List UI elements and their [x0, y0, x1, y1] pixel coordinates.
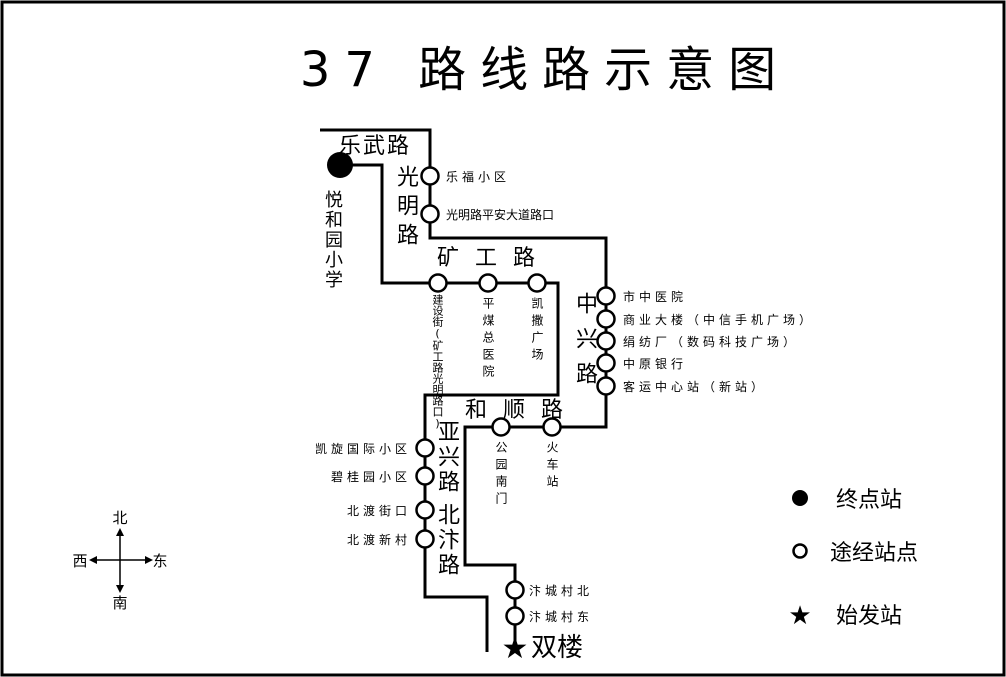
arrow-east-icon — [145, 556, 153, 564]
legend-terminal-icon — [792, 490, 808, 506]
terminal-dot-icon — [327, 152, 353, 178]
station-icon — [415, 466, 435, 486]
map-title: 37 路线路示意图 — [300, 42, 790, 98]
station-label-pingmei: 平煤总医院 — [481, 297, 495, 382]
station-icon — [596, 286, 616, 306]
station-icon — [505, 606, 525, 626]
road-label-guangming: 光明路 — [393, 165, 418, 252]
road-label-kuanggong: 矿工路 — [437, 246, 551, 271]
station-label: 绢纺厂（数码科技广场） — [623, 334, 799, 349]
station-icon — [428, 273, 448, 293]
station-label-gongyuan: 公园南门 — [494, 441, 508, 509]
legend-origin-icon: ★ — [788, 601, 811, 631]
station-label: 北渡新村 — [347, 532, 411, 547]
legend: 终点站 途经站点 ★ 始发站 — [788, 488, 918, 631]
station-icon — [415, 529, 435, 549]
compass-east: 东 — [152, 552, 167, 570]
route-line-upper — [320, 128, 608, 648]
station-icon — [478, 273, 498, 293]
station-label: 商业大楼（中信手机广场） — [623, 312, 815, 327]
station-label-huochezhan: 火车站 — [545, 441, 559, 492]
station-icon — [527, 273, 547, 293]
station-icon — [415, 438, 435, 458]
legend-stop-label: 途经站点 — [830, 541, 918, 566]
station-label: 光明路平安大道路口 — [446, 207, 554, 222]
compass-south: 南 — [112, 594, 127, 612]
arrow-south-icon — [116, 585, 124, 593]
legend-stop-icon — [792, 543, 808, 559]
station-label: 汴城村东 — [529, 609, 593, 624]
station-label: 中原银行 — [623, 356, 687, 371]
compass: 北 南 西 东 — [72, 509, 167, 612]
station-label: 北渡街口 — [347, 503, 411, 518]
road-label-yaxing: 亚兴路 — [434, 420, 459, 495]
station-icon — [420, 166, 440, 186]
road-label-zhongxing: 中兴路 — [572, 292, 597, 397]
station-icon — [420, 204, 440, 224]
station-icon — [542, 417, 562, 437]
station-icon — [596, 376, 616, 396]
station-icon — [491, 417, 511, 437]
station-label: 碧桂园小区 — [331, 469, 411, 484]
station-label: 客运中心站（新站） — [623, 379, 767, 394]
station-icon — [415, 500, 435, 520]
origin-star-icon: ★ — [502, 631, 529, 666]
station-icon — [596, 309, 616, 329]
road-label-heshun: 和顺路 — [465, 398, 579, 423]
station-label-kaisa: 凯撒广场 — [530, 297, 544, 365]
road-label-lewu: 乐武路 — [339, 134, 411, 159]
road-label-beibian: 北汴路 — [434, 503, 459, 578]
station-label-jianshejie: 建设街(矿工路光明路口) — [431, 294, 444, 430]
station-icon — [596, 353, 616, 373]
arrow-north-icon — [116, 528, 124, 536]
route-line-lower — [340, 163, 560, 652]
origin-label: 双楼 — [531, 633, 583, 663]
station-icon — [505, 580, 525, 600]
compass-north: 北 — [112, 509, 127, 527]
station-label: 凯旋国际小区 — [315, 442, 411, 456]
station-label: 市中医院 — [623, 289, 687, 304]
legend-terminal-label: 终点站 — [836, 488, 902, 513]
arrow-west-icon — [89, 556, 97, 564]
compass-west: 西 — [72, 552, 87, 570]
station-label: 汴城村北 — [529, 583, 593, 598]
legend-origin-label: 始发站 — [836, 604, 902, 629]
station-label: 乐福小区 — [446, 169, 510, 184]
terminal-label: 悦和园小学 — [322, 190, 343, 290]
station-icon — [596, 331, 616, 351]
